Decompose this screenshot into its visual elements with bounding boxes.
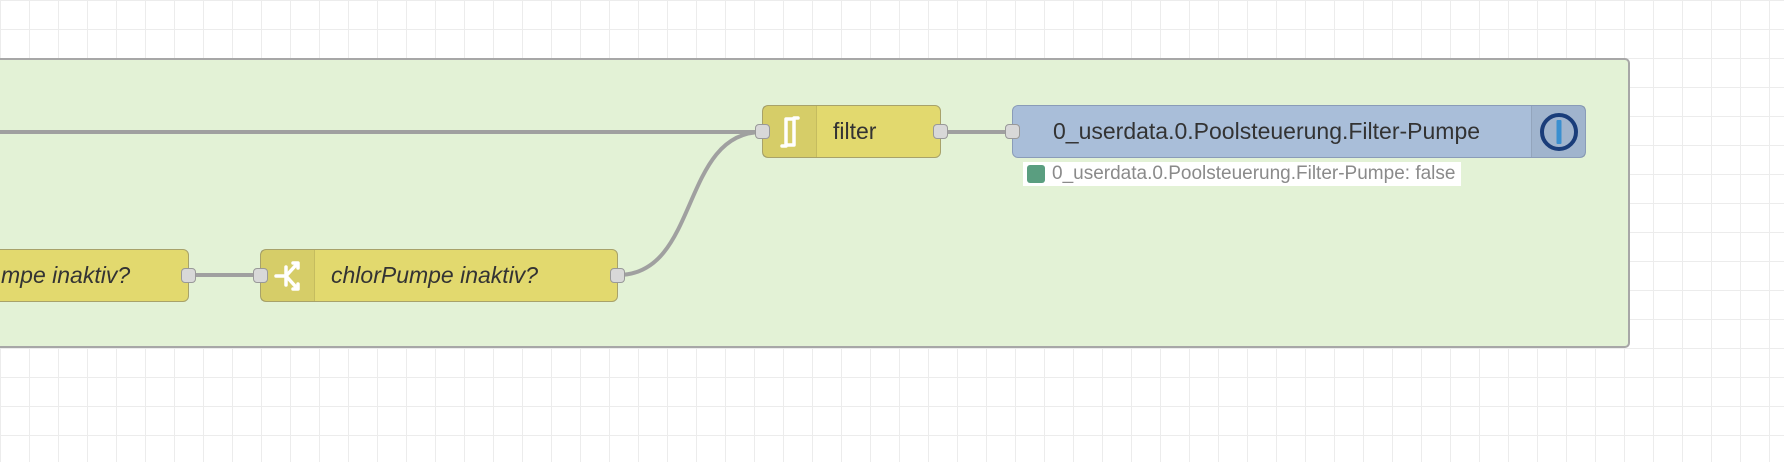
iobroker-out-node-input-port[interactable] bbox=[1005, 124, 1020, 139]
switch-node-left-output-port[interactable] bbox=[181, 268, 196, 283]
switch-node-chlor-label: chlorPumpe inaktiv? bbox=[331, 262, 539, 288]
iobroker-icon bbox=[1531, 106, 1585, 157]
filter-node-label: filter bbox=[833, 118, 877, 144]
iobroker-node-status: 0_userdata.0.Poolsteuerung.Filter-Pumpe:… bbox=[1023, 162, 1462, 186]
switch-node-chlor-output-port[interactable] bbox=[610, 268, 625, 283]
status-text: 0_userdata.0.Poolsteuerung.Filter-Pumpe:… bbox=[1052, 163, 1456, 184]
iobroker-out-node-label: 0_userdata.0.Poolsteuerung.Filter-Pumpe bbox=[1053, 118, 1481, 144]
status-indicator-icon bbox=[1027, 165, 1045, 183]
iobroker-out-node[interactable]: 0_userdata.0.Poolsteuerung.Filter-Pumpe bbox=[1005, 105, 1586, 158]
filter-icon bbox=[763, 106, 817, 157]
filter-node-input-port[interactable] bbox=[755, 124, 770, 139]
switch-icon bbox=[261, 250, 315, 301]
switch-node-left-label: mpe inaktiv? bbox=[1, 262, 131, 288]
switch-node-chlor-input-port[interactable] bbox=[253, 268, 268, 283]
filter-node[interactable]: filter bbox=[755, 105, 948, 158]
filter-node-output-port[interactable] bbox=[933, 124, 948, 139]
wire-chlor-to-filter[interactable] bbox=[617, 130, 763, 277]
switch-node-left[interactable]: mpe inaktiv? bbox=[0, 249, 196, 302]
switch-node-chlor[interactable]: chlorPumpe inaktiv? bbox=[253, 249, 625, 302]
